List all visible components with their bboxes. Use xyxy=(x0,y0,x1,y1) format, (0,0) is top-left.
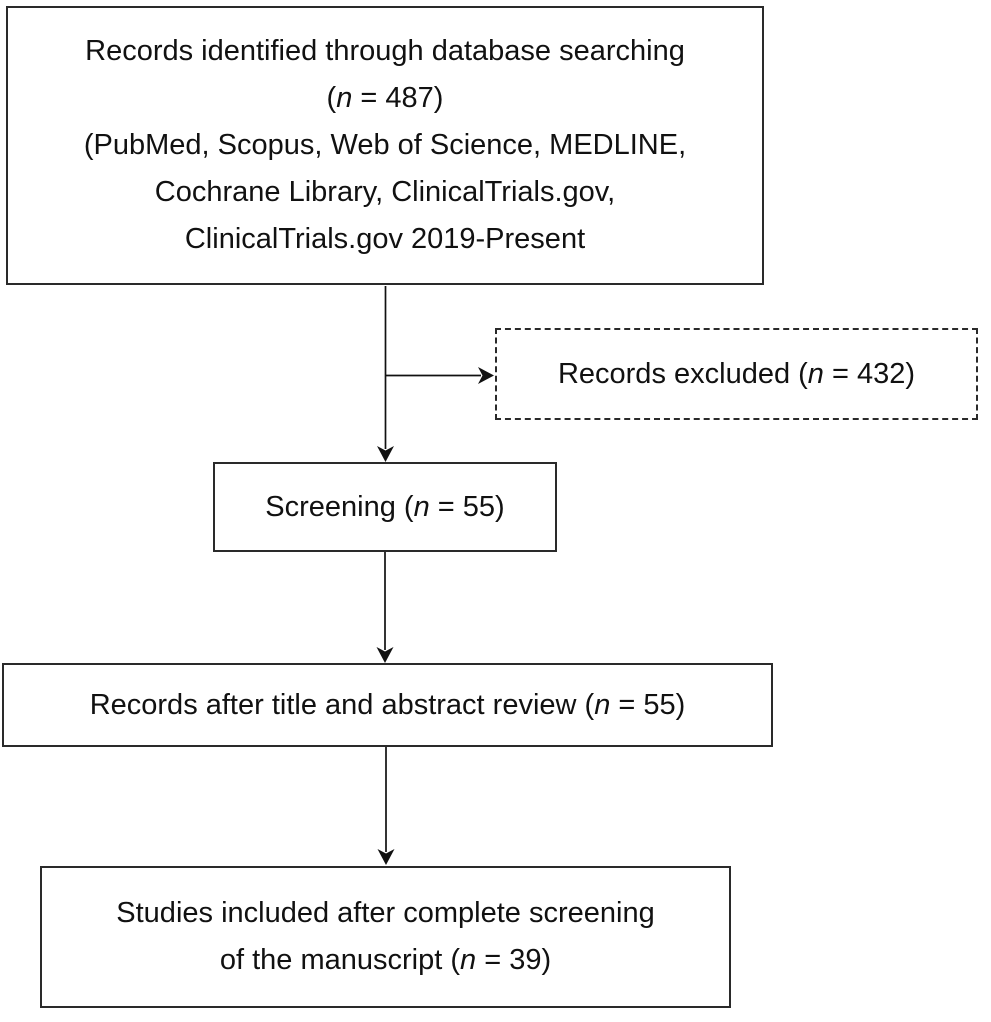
text-line: Records after title and abstract review … xyxy=(89,689,686,721)
text-line: of the manuscript (n = 39) xyxy=(219,944,552,976)
box-screening: Screening (n = 55) xyxy=(213,462,557,552)
text-line: Records identified through database sear… xyxy=(85,35,685,67)
text-line: (PubMed, Scopus, Web of Science, MEDLINE… xyxy=(83,129,687,161)
text-line: Cochrane Library, ClinicalTrials.gov, xyxy=(154,176,616,208)
box-title-abstract-review: Records after title and abstract review … xyxy=(2,663,773,747)
text-line: Screening (n = 55) xyxy=(265,491,505,523)
arrowhead-down-to-screening xyxy=(377,446,394,462)
arrowhead-down-to-review xyxy=(376,647,394,663)
text-line: (n = 487) xyxy=(326,82,444,114)
text-line: Records excluded (n = 432) xyxy=(557,358,916,390)
box-records-excluded: Records excluded (n = 432) xyxy=(495,328,978,420)
text-line: Studies included after complete screenin… xyxy=(116,897,655,929)
arrowhead-right-to-excluded xyxy=(478,367,494,384)
text-line: ClinicalTrials.gov 2019-Present xyxy=(184,223,586,255)
arrowhead-down-to-included xyxy=(377,849,395,865)
box-studies-included: Studies included after complete screenin… xyxy=(40,866,731,1008)
box-records-identified: Records identified through database sear… xyxy=(6,6,764,285)
